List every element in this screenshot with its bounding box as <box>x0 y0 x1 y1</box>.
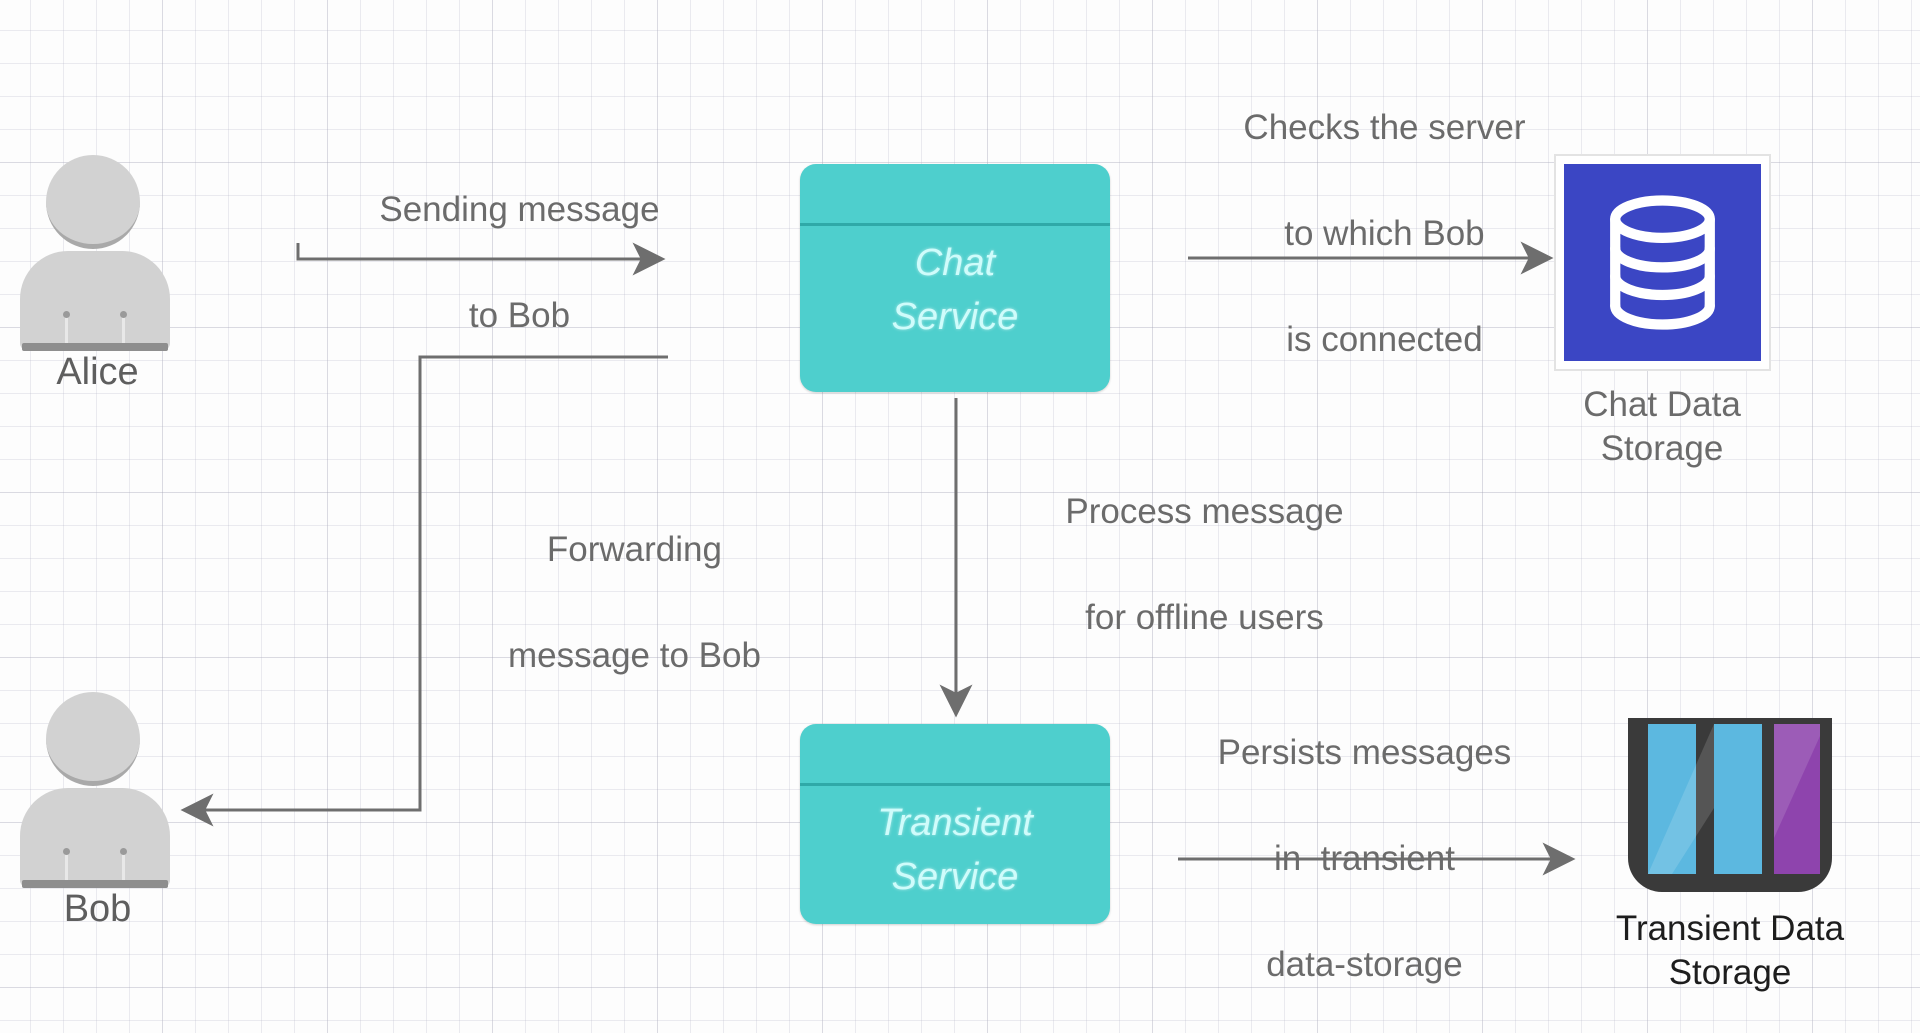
person-head-icon <box>46 692 140 786</box>
person-base <box>22 343 168 351</box>
person-body-icon <box>20 788 170 888</box>
edge-label-chat-to-chatdb-line2: to which Bob <box>1284 214 1485 253</box>
edge-label-chat-to-transient-line2: for offline users <box>1085 598 1324 637</box>
chat-service-label: Chat Service <box>800 236 1110 344</box>
chat-service-label-line2: Service <box>891 296 1019 338</box>
person-seam-left <box>65 852 68 884</box>
transient-bars-icon <box>1622 718 1838 893</box>
chat-service-label-line1: Chat <box>914 242 996 284</box>
node-transient-data-storage[interactable]: Transient Data Storage <box>1570 718 1890 995</box>
edge-label-alice-to-chat-line1: Sending message <box>379 190 660 229</box>
person-stud-left <box>63 848 70 855</box>
actor-bob-label: Bob <box>63 888 132 930</box>
database-cylinder-glyph <box>1609 195 1715 330</box>
edge-label-chat-to-chatdb-line1: Checks the server <box>1243 108 1526 147</box>
edge-label-alice-to-chat-line2: to Bob <box>468 296 571 335</box>
person-icon: Bob <box>20 692 175 930</box>
node-transient-service[interactable]: Transient Service <box>800 724 1110 924</box>
person-seam-right <box>122 852 125 884</box>
transient-service-label-line1: Transient <box>877 802 1033 844</box>
database-cylinder-icon <box>1555 156 1769 369</box>
chat-data-storage-caption: Chat Data Storage <box>1532 383 1792 471</box>
edge-label-chat-to-chatdb-line3: is connected <box>1286 320 1483 359</box>
transient-service-label-line2: Service <box>891 856 1019 898</box>
transient-data-storage-caption-line1: Transient Data <box>1615 909 1845 948</box>
actor-bob[interactable]: Bob <box>20 692 180 930</box>
person-icon: Alice <box>20 155 175 393</box>
edge-label-alice-to-chat: Sending message to Bob <box>290 130 710 395</box>
person-head-icon <box>46 155 140 249</box>
edge-label-transient-to-transient-data-storage: Persists messages in transient data-stor… <box>1135 673 1555 1033</box>
transient-data-storage-caption-line2: Storage <box>1668 953 1792 992</box>
transient-service-title-bar <box>800 724 1110 786</box>
edge-label-chat-to-transient-line1: Process message <box>1065 492 1344 531</box>
person-seam-left <box>65 315 68 347</box>
person-body-icon <box>20 251 170 351</box>
chat-data-storage-caption-line1: Chat Data <box>1583 385 1741 424</box>
actor-alice[interactable]: Alice <box>20 155 180 393</box>
person-base <box>22 880 168 888</box>
transient-data-storage-caption: Transient Data Storage <box>1570 907 1890 995</box>
transient-service-label: Transient Service <box>800 796 1110 904</box>
edge-label-chat-to-chat-data-storage: Checks the server to which Bob is connec… <box>1160 48 1570 419</box>
chat-service-title-bar <box>800 164 1110 226</box>
node-chat-service[interactable]: Chat Service <box>800 164 1110 392</box>
edge-label-chat-to-bob-line1: Forwarding <box>546 530 722 569</box>
person-seam-right <box>122 315 125 347</box>
node-chat-data-storage[interactable]: Chat Data Storage <box>1532 156 1792 471</box>
person-stud-right <box>120 311 127 318</box>
edge-label-transient-to-transientdb-line3: data-storage <box>1266 945 1463 984</box>
edge-label-transient-to-transientdb-line1: Persists messages <box>1217 733 1512 772</box>
person-stud-left <box>63 311 70 318</box>
edge-label-transient-to-transientdb-line2: in transient <box>1273 839 1455 878</box>
actor-alice-label: Alice <box>56 351 139 393</box>
edge-label-chat-to-transient: Process message for offline users <box>975 432 1395 697</box>
person-stud-right <box>120 848 127 855</box>
edge-label-chat-to-bob: Forwarding message to Bob <box>420 470 810 735</box>
transient-bars-glyph <box>1628 718 1832 892</box>
edge-label-chat-to-bob-line2: message to Bob <box>507 636 761 675</box>
chat-data-storage-caption-line2: Storage <box>1600 429 1724 468</box>
